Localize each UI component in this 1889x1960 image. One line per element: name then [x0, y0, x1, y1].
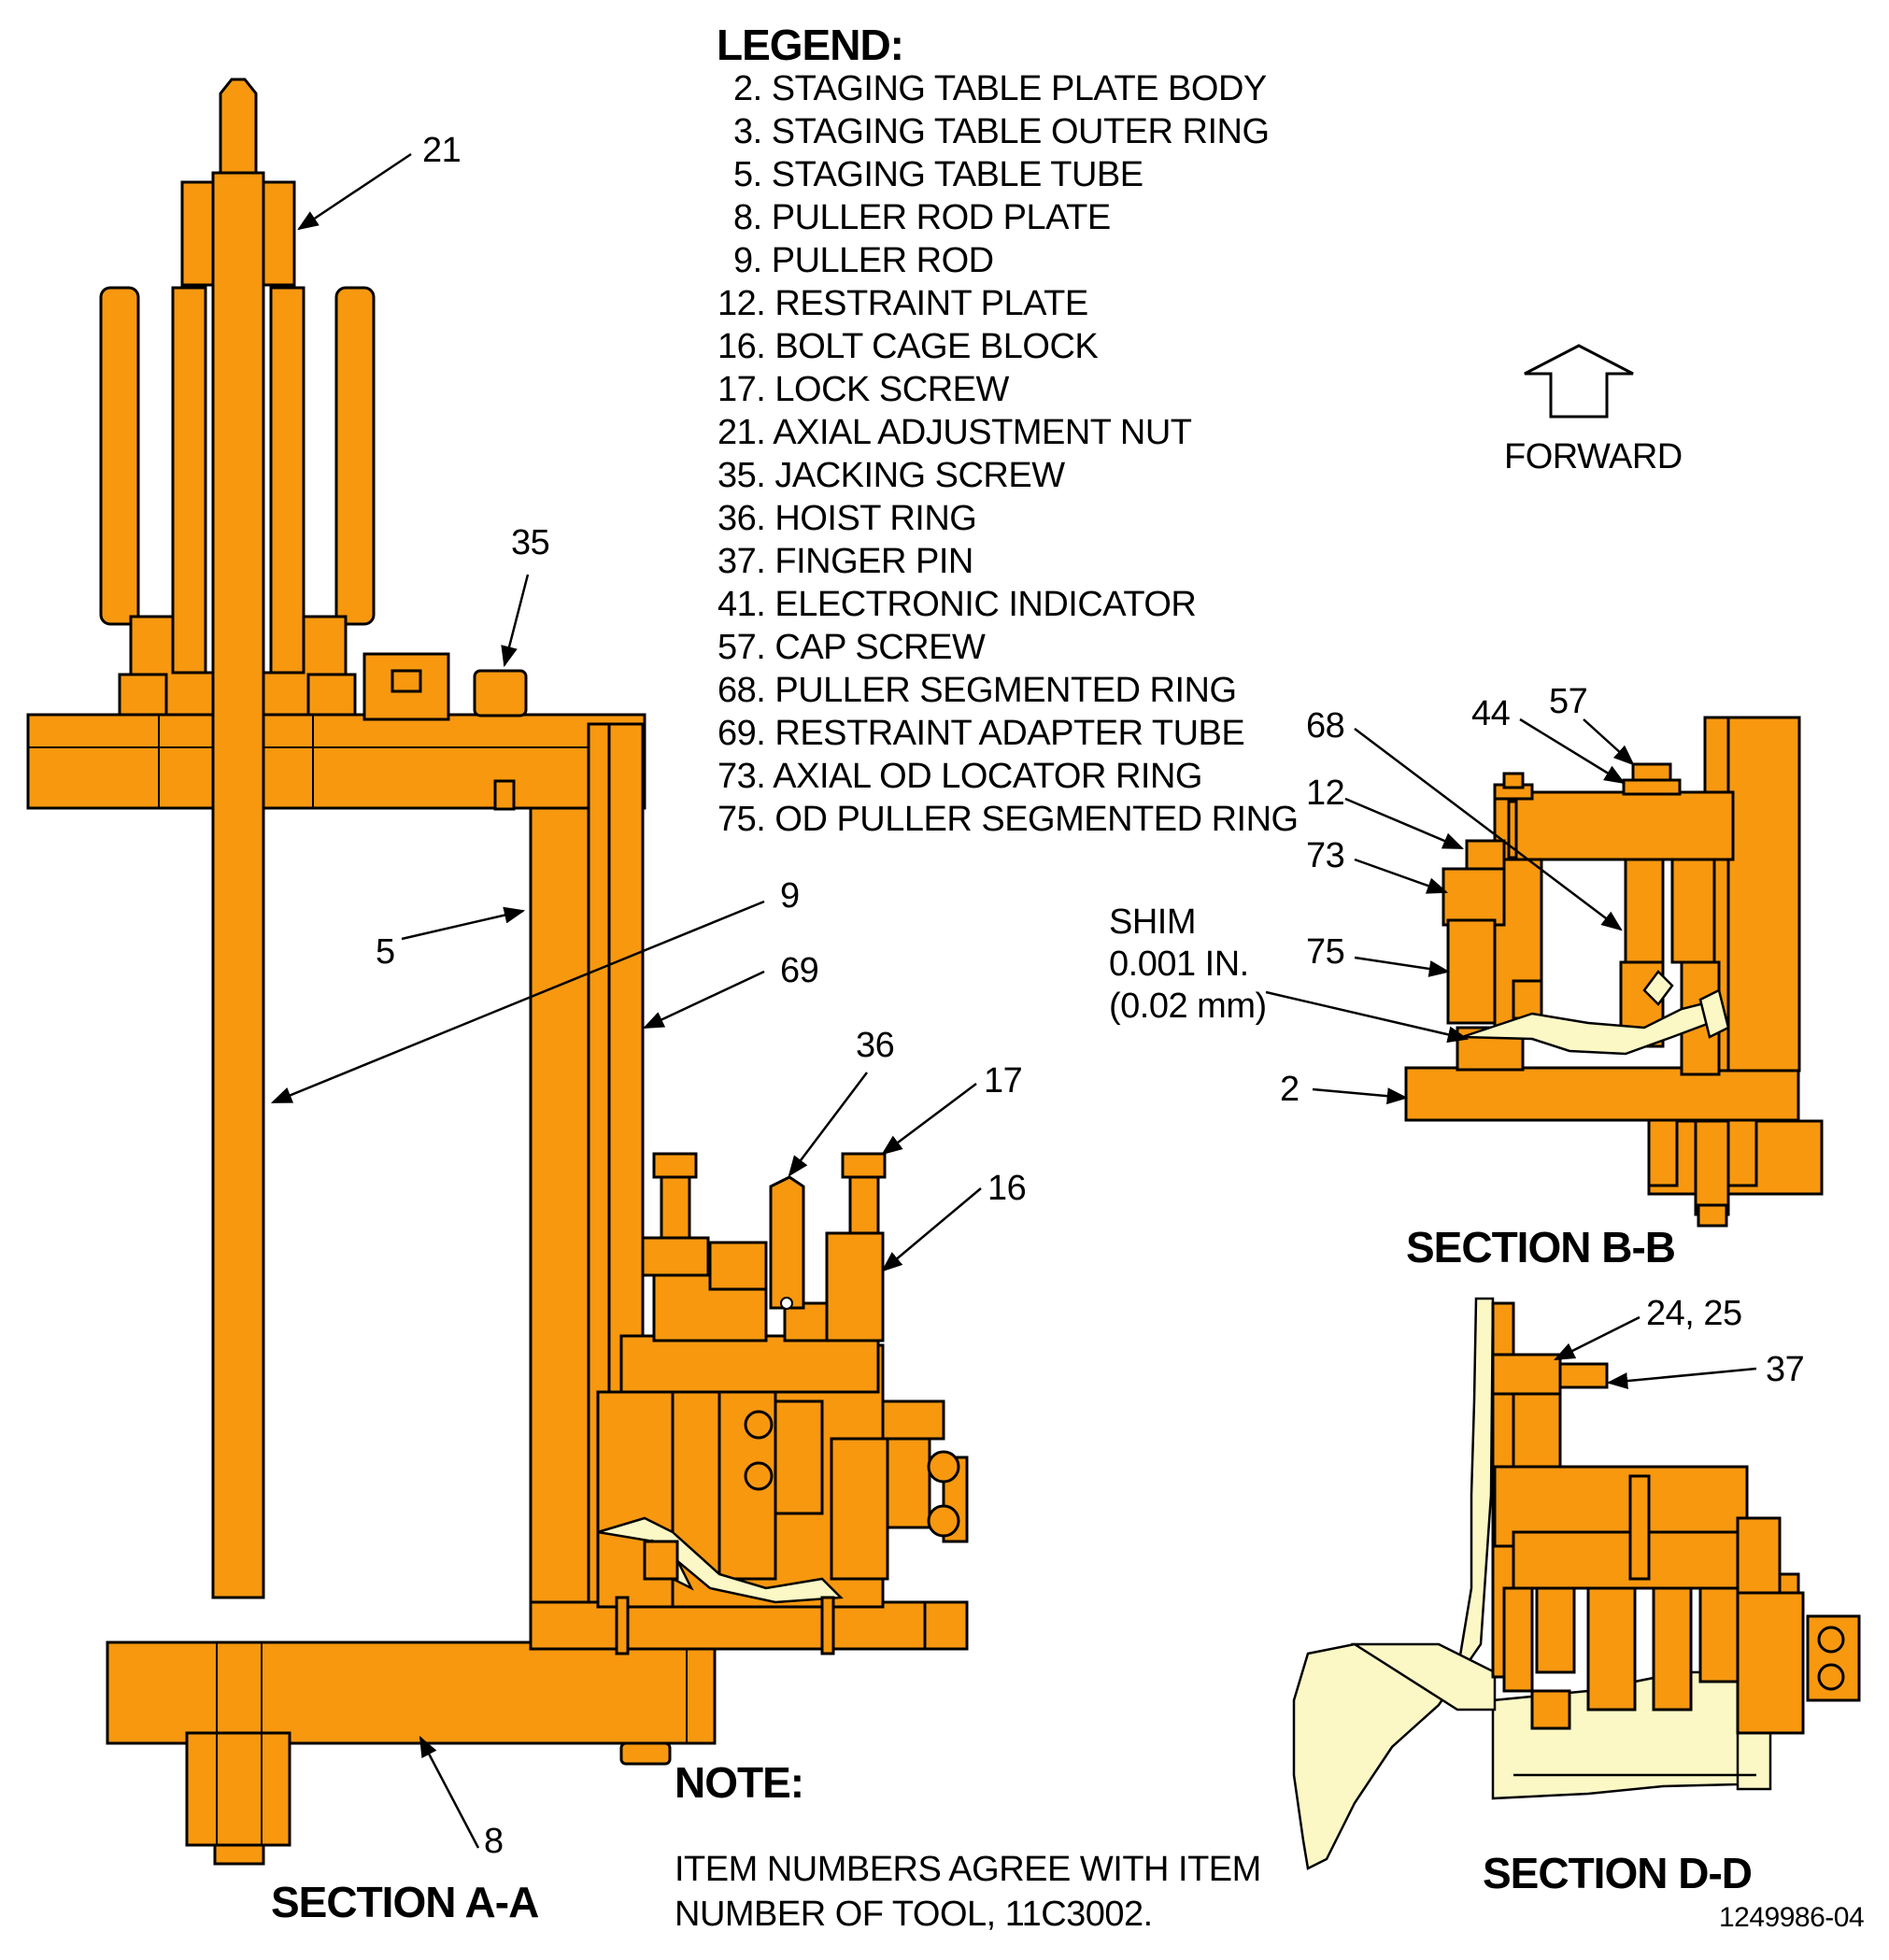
- callout-36: 36: [856, 1026, 895, 1065]
- shim-label-1: SHIM: [1109, 902, 1197, 942]
- shim-label-2: 0.001 IN.: [1109, 944, 1249, 984]
- legend-item: 16. BOLT CAGE BLOCK: [717, 327, 1099, 366]
- legend-item: 57. CAP SCREW: [717, 628, 986, 667]
- legend-title: LEGEND:: [717, 21, 904, 69]
- callout-5: 5: [376, 932, 395, 972]
- callout-68: 68: [1306, 706, 1345, 746]
- od-puller-segmented-ring: [1446, 918, 1497, 1025]
- forward-label: FORWARD: [1504, 437, 1683, 476]
- puller-rod-tip: [219, 78, 258, 175]
- legend-item: 73. AXIAL OD LOCATOR RING: [717, 757, 1202, 796]
- axial-od-locator-ring: [1442, 867, 1506, 927]
- callout-21: 21: [422, 131, 462, 170]
- finger-pin: [1491, 1353, 1562, 1396]
- note-title: NOTE:: [675, 1758, 804, 1807]
- callout-12: 12: [1306, 774, 1345, 813]
- section-b-b-drawing: [1404, 716, 1824, 1228]
- figure-id: 1249986-04: [1719, 1902, 1865, 1933]
- forward-arrow-icon: [1524, 344, 1634, 419]
- legend-item: 3. STAGING TABLE OUTER RING: [733, 112, 1270, 151]
- section-d-d-drawing: [1292, 1297, 1861, 1870]
- callout-37: 37: [1766, 1350, 1805, 1389]
- legend-item: 17. LOCK SCREW: [717, 370, 1009, 409]
- section-a-a-title: SECTION A-A: [271, 1878, 539, 1926]
- callout-24-25: 24, 25: [1646, 1294, 1742, 1333]
- shim-label-3: (0.02 mm): [1109, 987, 1267, 1026]
- callout-17: 17: [984, 1061, 1023, 1101]
- legend-item: 37. FINGER PIN: [717, 542, 973, 581]
- hoist-ring: [769, 1175, 805, 1310]
- legend-item: 8. PULLER ROD PLATE: [733, 198, 1111, 237]
- legend-item: 69. RESTRAINT ADAPTER TUBE: [717, 714, 1245, 753]
- leader-lines: [270, 152, 1757, 1849]
- lock-screw: [841, 1152, 887, 1179]
- finger-right-outer: [334, 286, 376, 626]
- top-plate: [26, 713, 646, 810]
- section-a-a-drawing: [26, 78, 969, 1866]
- legend-item: 41. ELECTRONIC INDICATOR: [717, 585, 1197, 624]
- callout-35: 35: [511, 523, 550, 562]
- bolt-cage-block: [825, 1231, 885, 1342]
- legend-item: 5. STAGING TABLE TUBE: [733, 155, 1143, 194]
- callout-57: 57: [1549, 682, 1588, 721]
- callout-44: 44: [1471, 694, 1511, 733]
- staging-table-plate-body: [1404, 1066, 1800, 1122]
- finger-left-outer: [99, 286, 140, 626]
- callout-8: 8: [484, 1822, 504, 1861]
- staging-table-tube: [529, 806, 590, 1679]
- jacking-screw: [473, 669, 528, 717]
- section-d-d-title: SECTION D-D: [1483, 1849, 1753, 1897]
- puller-rod-plate: [106, 1640, 717, 1745]
- section-a-component: [597, 1516, 844, 1604]
- section-d-component: [1292, 1297, 1495, 1870]
- callout-16: 16: [987, 1169, 1027, 1208]
- callout-69: 69: [780, 951, 819, 990]
- finger-left-inner: [171, 286, 207, 682]
- callout-73: 73: [1306, 836, 1345, 875]
- legend-item: 75. OD PULLER SEGMENTED RING: [717, 800, 1299, 839]
- legend-item: 21. AXIAL ADJUSTMENT NUT: [717, 413, 1192, 452]
- legend-item: 68. PULLER SEGMENTED RING: [717, 671, 1237, 710]
- legend-item: 9. PULLER ROD: [733, 241, 994, 280]
- callout-75: 75: [1306, 932, 1345, 972]
- note-line-1: ITEM NUMBERS AGREE WITH ITEM: [675, 1850, 1261, 1889]
- restraint-plate: [1493, 790, 1735, 861]
- puller-rod-shaft: [211, 171, 265, 1599]
- base-plate-right: [529, 1600, 939, 1651]
- bottom-nut: [185, 1731, 291, 1847]
- legend-item: 2. STAGING TABLE PLATE BODY: [733, 69, 1267, 108]
- callout-9: 9: [780, 876, 800, 916]
- legend-item: 12. RESTRAINT PLATE: [717, 284, 1088, 323]
- legend-item: 35. JACKING SCREW: [717, 456, 1065, 495]
- section-b-b-title: SECTION B-B: [1406, 1223, 1676, 1271]
- finger-right-inner: [269, 286, 305, 682]
- legend-item: 36. HOIST RING: [717, 499, 977, 538]
- note-line-2: NUMBER OF TOOL, 11C3002.: [675, 1895, 1153, 1934]
- callout-2: 2: [1280, 1070, 1300, 1109]
